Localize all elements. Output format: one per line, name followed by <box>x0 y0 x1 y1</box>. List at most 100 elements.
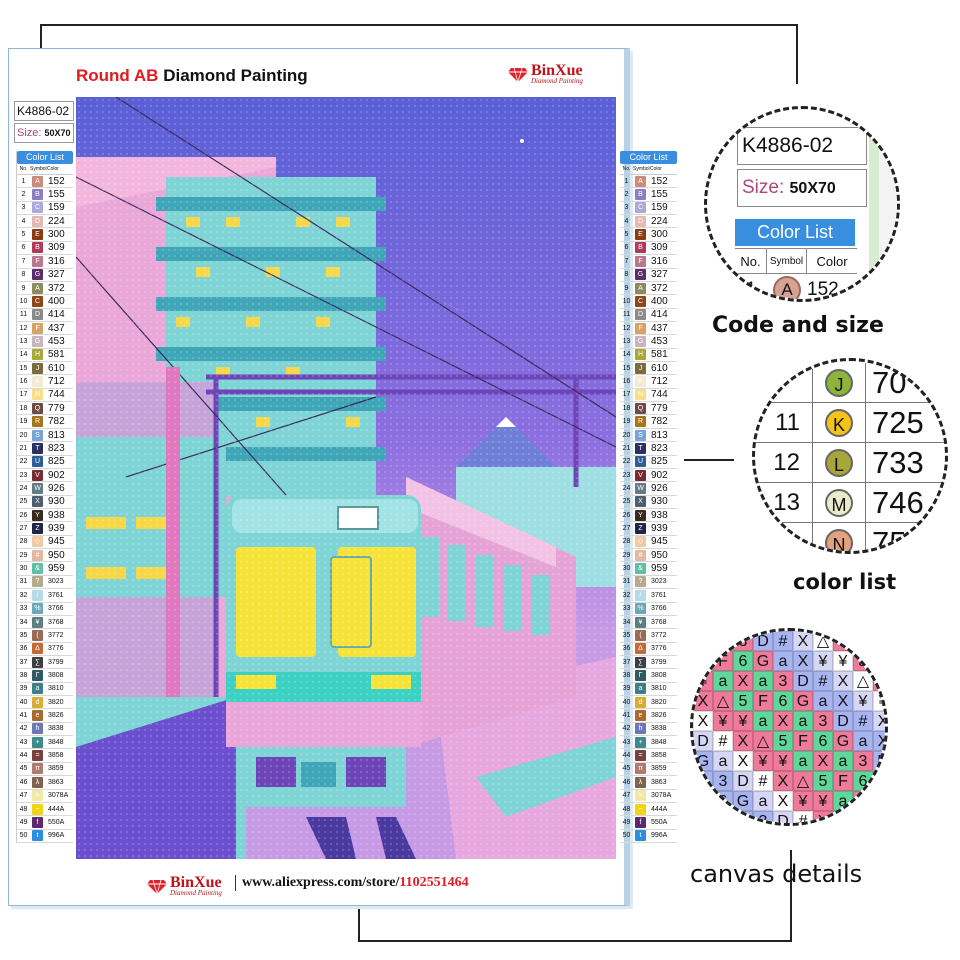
row-number: 38 <box>19 671 28 679</box>
row-color-code: 945 <box>651 536 668 548</box>
row-number: 48 <box>622 805 631 813</box>
canvas-grid-cell: ¥ <box>833 651 853 671</box>
row-number: 17 <box>19 391 28 399</box>
row-symbol: Y <box>635 509 646 521</box>
title-rest: Diamond Painting <box>158 66 308 85</box>
row-number: 41 <box>622 712 631 720</box>
row-number: 35 <box>19 631 28 639</box>
row-color-code: 581 <box>48 349 65 361</box>
row-color-code: 996A <box>48 832 65 840</box>
row-symbol: = <box>32 750 43 762</box>
row-color-code: 3772 <box>651 631 667 639</box>
zoom-row-color: 152 <box>807 279 839 300</box>
row-symbol: ∑ <box>32 656 43 668</box>
color-list-row: 43+3848 <box>17 736 73 750</box>
row-symbol: Z <box>32 523 43 535</box>
row-color-code: 414 <box>48 309 65 321</box>
zoom-row-color-code: 75 <box>865 523 906 551</box>
canvas-grid-cell: ¥ <box>813 651 833 671</box>
canvas-grid-cell: 6 <box>713 791 733 811</box>
canvas-grid-cell: X <box>813 751 833 771</box>
zoom-row-symbol: J <box>825 368 853 397</box>
row-color-code: 155 <box>651 189 668 201</box>
row-symbol: C <box>635 202 646 214</box>
row-color-code: 744 <box>651 389 668 401</box>
row-symbol: ( <box>32 629 43 641</box>
row-color-code: 3766 <box>48 605 64 613</box>
row-symbol: ◇ <box>32 536 43 548</box>
row-symbol: U <box>635 456 646 468</box>
canvas-grid-cell: 5 <box>873 671 885 691</box>
row-number: 21 <box>622 444 631 452</box>
row-color-code: 813 <box>651 429 668 441</box>
row-number: 27 <box>19 525 28 533</box>
row-number: 43 <box>19 738 28 746</box>
product-size: Size: 50X70 <box>14 123 74 143</box>
row-symbol: W <box>32 482 43 494</box>
row-number: 30 <box>622 565 631 573</box>
row-number: 40 <box>19 698 28 706</box>
canvas-grid-cell: ¥ <box>793 791 813 811</box>
row-color-code: 437 <box>651 322 668 334</box>
row-number: 48 <box>19 805 28 813</box>
color-list-row: 29#950 <box>620 549 677 563</box>
row-number: 22 <box>622 458 631 466</box>
row-symbol: f <box>32 816 43 828</box>
row-number: 8 <box>21 271 26 279</box>
canvas-grid-cell: a <box>753 711 773 731</box>
row-color-code: 3078A <box>48 792 69 800</box>
canvas-grid-cell: F <box>753 691 773 711</box>
row-color-code: 3858 <box>651 752 667 760</box>
store-url[interactable]: www.aliexpress.com/store/1102551464 <box>235 875 469 891</box>
canvas-grid-cell: a <box>733 811 753 823</box>
row-color-code: 437 <box>48 322 65 334</box>
row-symbol: / <box>32 589 43 601</box>
canvas-grid-cell: X <box>833 691 853 711</box>
row-color-code: 309 <box>651 242 668 254</box>
canvas-grid-cell: 3 <box>733 631 753 651</box>
canvas-grid-cell: 5 <box>773 731 793 751</box>
row-color-code: 453 <box>48 335 65 347</box>
row-number: 10 <box>622 297 631 305</box>
row-color-code: 823 <box>48 442 65 454</box>
product-code: K4886-02 <box>14 101 74 121</box>
canvas-grid-cell: G <box>793 691 813 711</box>
row-symbol: & <box>32 563 43 575</box>
store-id: 1102551464 <box>399 875 469 890</box>
row-symbol: + <box>32 736 43 748</box>
row-color-code: 550A <box>651 818 668 826</box>
color-list-header: Color List <box>620 151 677 164</box>
row-number: 17 <box>622 391 631 399</box>
zoom-size-label: Size: <box>742 177 785 198</box>
canvas-grid-cell: X <box>733 751 753 771</box>
row-symbol: S <box>635 429 646 441</box>
connector-line <box>40 24 798 26</box>
row-symbol: & <box>635 563 646 575</box>
canvas-grid-cell: 6 <box>733 651 753 671</box>
row-symbol: Δ <box>32 643 43 655</box>
canvas-grid-cell: F <box>713 651 733 671</box>
color-list-row: 47>3078A <box>620 790 677 803</box>
row-symbol: Γ <box>32 669 43 681</box>
row-color-code: 3863 <box>48 778 64 786</box>
canvas-grid-cell: △ <box>753 731 773 751</box>
row-number: 42 <box>622 725 631 733</box>
